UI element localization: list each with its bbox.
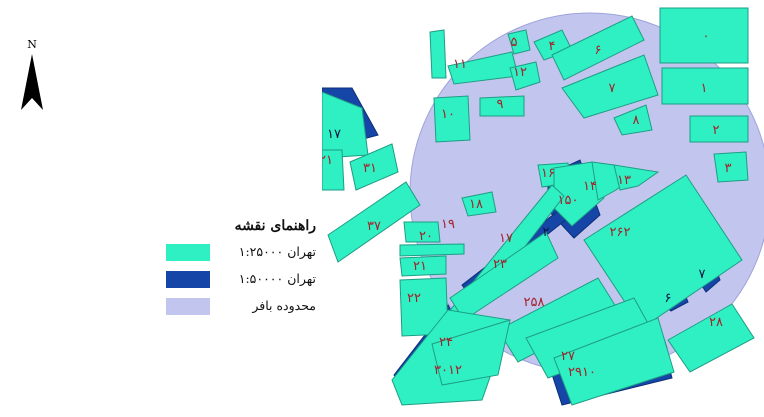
sheet-label: ۹ xyxy=(497,97,504,112)
sheet-label: ۳۱ xyxy=(363,161,377,176)
sheet-label: ۱۷ xyxy=(499,231,513,246)
legend-title: راهنمای نقشه xyxy=(234,218,316,234)
sheet-label: ۱۹ xyxy=(441,217,455,232)
sheet-label: ۸ xyxy=(633,113,640,128)
map-legend: راهنمای نقشه تهران ۱:۲۵۰۰۰ تهران ۱:۵۰۰۰۰… xyxy=(166,218,320,323)
sheet-label: ۷ xyxy=(609,81,616,96)
sheet-label: ۷ xyxy=(699,267,706,282)
sheet-label: ۵ xyxy=(511,35,518,50)
sheet-label: ۴ xyxy=(549,39,556,54)
legend-label-25000: تهران ۱:۲۵۰۰۰ xyxy=(238,244,316,259)
north-arrow-icon xyxy=(21,54,43,110)
sheet-labels: ۰ ۱ ۲ ۳ ۴ ۵ ۶ ۷ ۸ ۹ ۱۰ ۱۱ ۱۲ ۱۳ ۱۴ ۱۵۰ ۱… xyxy=(322,29,732,380)
sheet-label: ۲۲ xyxy=(407,291,421,306)
legend-item-50000: تهران ۱:۵۰۰۰۰ xyxy=(166,269,320,289)
sheet-label: ۲۳ xyxy=(493,257,507,272)
sheet-label: ۱ xyxy=(701,81,708,96)
sheet-label: ۲۱ xyxy=(413,259,427,274)
sheet-label: ۰ xyxy=(703,29,710,44)
sheet-label: ۲۴ xyxy=(439,335,453,350)
sheet-label: ۲ xyxy=(543,225,550,240)
north-letter: N xyxy=(27,38,37,51)
sheet-label: ۲۱ xyxy=(322,153,333,168)
sheet-label: ۱۵۰ xyxy=(558,193,579,208)
sheet-label: ۳ xyxy=(725,161,732,176)
sheet-label: ۱۷ xyxy=(327,127,341,142)
sheet-label: ۱۶ xyxy=(541,166,555,181)
sheet-label: ۲۶۲ xyxy=(610,225,631,240)
legend-swatch-50000 xyxy=(166,271,210,288)
map-canvas: ۰ ۱ ۲ ۳ ۴ ۵ ۶ ۷ ۸ ۹ ۱۰ ۱۱ ۱۲ ۱۳ ۱۴ ۱۵۰ ۱… xyxy=(322,7,764,406)
legend-item-buffer: محدوده بافر xyxy=(166,296,320,316)
legend-swatch-buffer xyxy=(166,298,210,315)
sheet-label: ۱۱ xyxy=(453,57,467,72)
sheet-label: ۱۸ xyxy=(469,197,483,212)
legend-swatch-25000 xyxy=(166,244,210,261)
sheet-label: ۱۰ xyxy=(441,107,455,122)
sheet-label: ۱۳ xyxy=(617,173,631,188)
sheet-label: ۲۸ xyxy=(709,315,723,330)
sheet-label: ۶ xyxy=(665,291,672,306)
sheet-label: ۱۲ xyxy=(513,65,527,80)
legend-item-25000: تهران ۱:۲۵۰۰۰ xyxy=(166,242,320,262)
sheet-label: ۲۷ xyxy=(561,349,575,364)
sheet-label: ۲۹۱۰ xyxy=(568,365,596,380)
sheet-label: ۲ xyxy=(713,123,720,138)
sheet-label: ۲۰ xyxy=(419,229,433,244)
north-arrow: N xyxy=(14,38,50,110)
legend-label-50000: تهران ۱:۵۰۰۰۰ xyxy=(238,271,316,286)
sheets-25000 xyxy=(322,7,755,406)
legend-label-buffer: محدوده بافر xyxy=(252,298,316,313)
sheet-label: ۳۰۱۲ xyxy=(434,363,462,378)
sheet-label: ۳۷ xyxy=(367,219,381,234)
sheet-label: ۲۵۸ xyxy=(524,295,545,310)
sheet-label: ۶ xyxy=(595,43,602,58)
sheet-label: ۱۴ xyxy=(583,179,597,194)
